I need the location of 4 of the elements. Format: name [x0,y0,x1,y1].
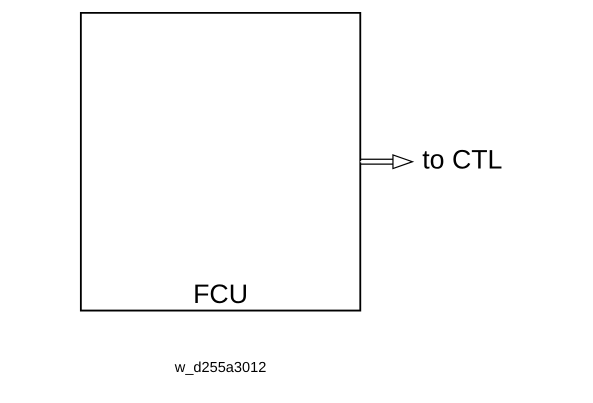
node-box: FCU [80,12,362,312]
node-text: to CTL [422,144,502,175]
label: w_d255a3012 [174,360,266,376]
arrow [360,154,414,170]
